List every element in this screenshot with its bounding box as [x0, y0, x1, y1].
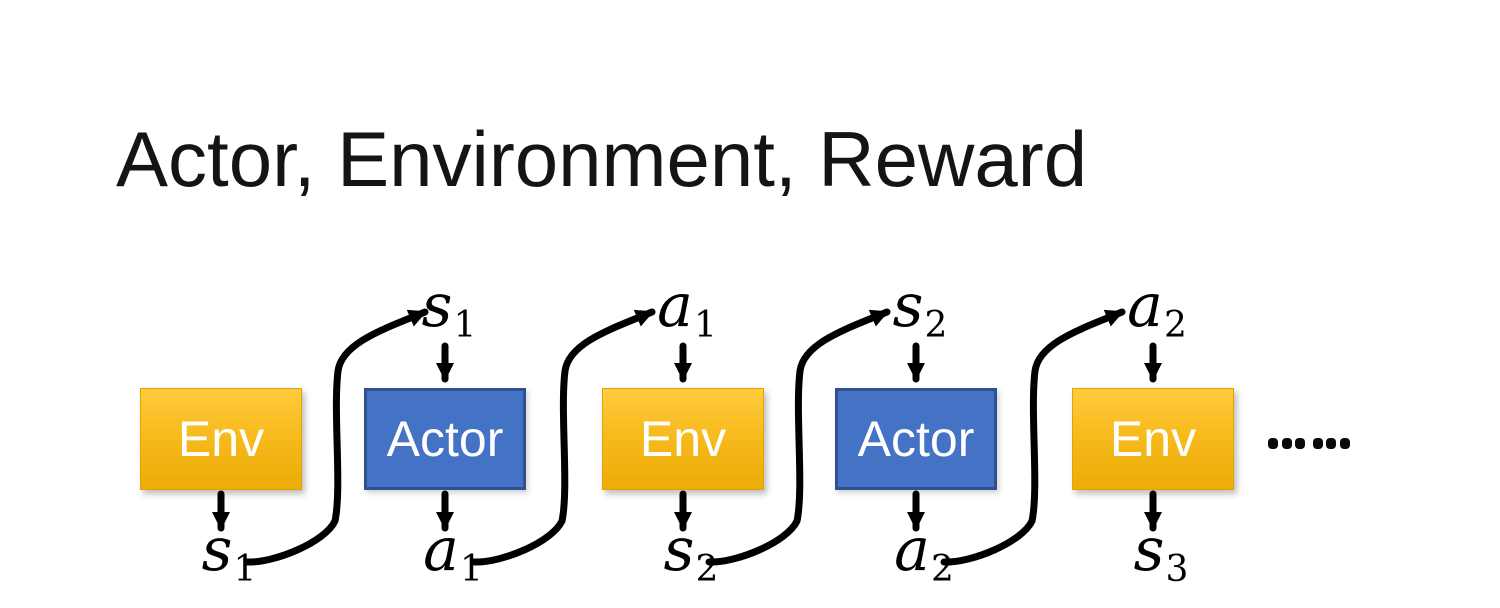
dot — [1339, 438, 1350, 449]
box-label: Env — [1109, 411, 1197, 467]
math-base: s — [421, 271, 453, 341]
math-base: a — [657, 271, 693, 341]
math-base: a — [894, 515, 930, 585]
math-base: s — [1133, 515, 1165, 585]
box-label: Env — [639, 411, 727, 467]
math-sub: 1 — [459, 549, 483, 590]
slide-title: Actor, Environment, Reward — [116, 115, 1088, 203]
math-base: s — [892, 271, 924, 341]
dot — [1326, 438, 1336, 449]
math-base: a — [1127, 271, 1163, 341]
math-sub: 3 — [1165, 549, 1189, 590]
math-sub: 2 — [695, 549, 719, 590]
env-box-1: Env — [140, 388, 302, 490]
math-sub: 1 — [453, 305, 477, 346]
box-label: Env — [177, 411, 265, 467]
math-base: a — [423, 515, 459, 585]
math-sub: 1 — [693, 305, 717, 346]
actor-box-1: Actor — [364, 388, 526, 490]
ellipsis: …… — [1268, 438, 1353, 449]
dot — [1268, 438, 1278, 449]
actor-box-2: Actor — [835, 388, 997, 490]
math-base: s — [663, 515, 695, 585]
math-base: s — [201, 515, 233, 585]
dot — [1281, 438, 1292, 449]
math-sub: 2 — [924, 305, 948, 346]
env-box-2: Env — [602, 388, 764, 490]
math-sub: 2 — [930, 549, 954, 590]
math-sub: 1 — [233, 549, 257, 590]
box-label: Actor — [386, 411, 504, 467]
box-label: Actor — [857, 411, 975, 467]
math-sub: 2 — [1163, 305, 1187, 346]
dot — [1295, 438, 1305, 449]
env-box-3: Env — [1072, 388, 1234, 490]
dot — [1312, 438, 1323, 449]
